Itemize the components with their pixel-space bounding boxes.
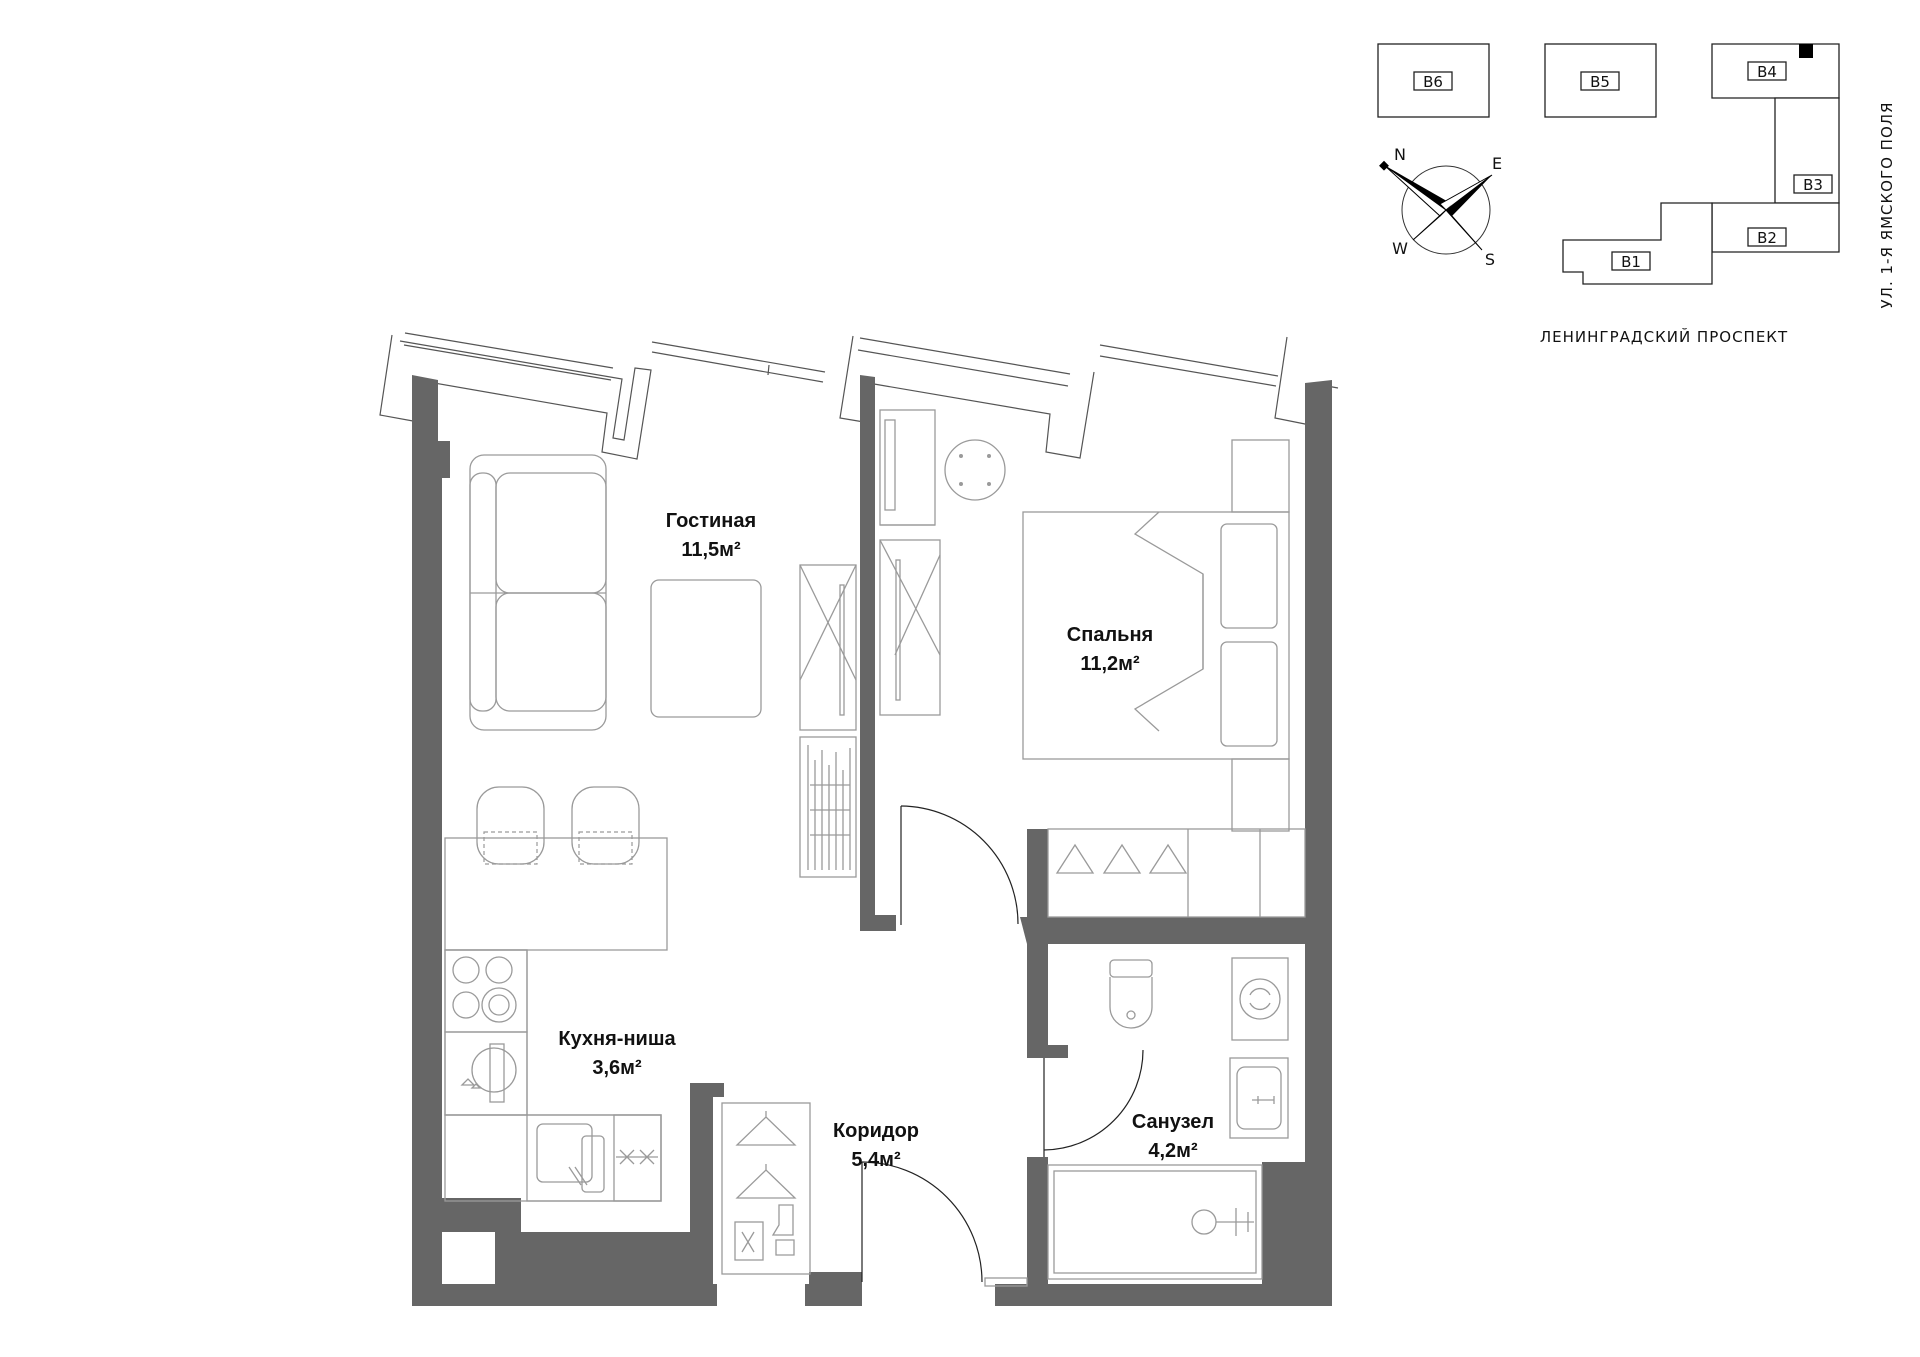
site-plan: В6 В5 В4 В3 В2 В1 ЛЕНИНГРАДСКИЙ ПРОСПЕКТ…	[1377, 43, 1896, 346]
facade-windows	[379, 332, 1339, 460]
kitchen-unit	[444, 949, 662, 1202]
bathroom-door[interactable]	[1043, 1049, 1144, 1157]
bedroom-door[interactable]	[900, 805, 1019, 925]
shelf	[799, 736, 857, 878]
building-b6-label: В6	[1423, 73, 1443, 91]
compass-e: E	[1492, 154, 1502, 173]
double-bed	[1022, 439, 1290, 832]
building-b3-label: В3	[1803, 176, 1823, 194]
wardrobe-corridor	[721, 1102, 811, 1275]
room-label-corridor: Коридор	[833, 1120, 919, 1142]
room-label-bathroom: Санузел	[1132, 1111, 1214, 1133]
walls	[412, 375, 1332, 1306]
street-label-right: УЛ. 1-Я ЯМСКОГО ПОЛЯ	[1878, 102, 1896, 309]
building-b2-label: В2	[1757, 229, 1777, 247]
bar-stools	[476, 786, 640, 865]
entrance-threshold	[984, 1277, 1028, 1287]
sofa	[469, 454, 607, 731]
room-area-bedroom: 11,2м²	[1080, 653, 1140, 675]
tv-unit	[799, 564, 857, 731]
dining-counter	[444, 837, 668, 951]
building-b1	[1562, 202, 1713, 285]
tv-unit-bedroom	[879, 539, 941, 716]
room-label-bedroom: Спальня	[1067, 624, 1153, 646]
building-b3-label-box	[1793, 174, 1833, 194]
bathtub	[1047, 1164, 1263, 1280]
compass-rose-icon	[1379, 160, 1493, 255]
building-b4-label: В4	[1757, 63, 1777, 81]
room-area-corridor: 5,4м²	[851, 1149, 901, 1171]
coffee-table	[650, 579, 762, 718]
selected-section-marker	[1799, 44, 1813, 58]
toilet	[1109, 959, 1153, 1029]
bedroom-dresser	[879, 409, 936, 526]
compass-s: S	[1485, 250, 1495, 269]
building-b5-label: В5	[1590, 73, 1610, 91]
building-b1-label: В1	[1621, 253, 1641, 271]
round-table	[944, 439, 1006, 501]
wardrobe-bedroom	[1047, 828, 1306, 918]
entrance-door[interactable]	[861, 1161, 983, 1283]
compass-w: W	[1392, 239, 1408, 258]
room-area-kitchen: 3,6м²	[592, 1057, 642, 1079]
room-label-kitchen: Кухня-ниша	[558, 1028, 676, 1050]
compass-n: N	[1394, 145, 1406, 164]
room-area-bathroom: 4,2м²	[1148, 1140, 1198, 1162]
building-b1-label-box	[1611, 251, 1651, 271]
washbasin	[1229, 1057, 1289, 1139]
building-b2-label-box	[1747, 227, 1787, 247]
street-label-bottom: ЛЕНИНГРАДСКИЙ ПРОСПЕКТ	[1540, 327, 1788, 346]
building-b5-label-box	[1580, 71, 1620, 91]
building-b4-label-box	[1747, 61, 1787, 81]
washing-machine	[1231, 957, 1289, 1041]
room-label-living: Гостиная	[666, 510, 756, 532]
room-area-living: 11,5м²	[681, 539, 741, 561]
building-b6-label-box	[1413, 71, 1453, 91]
